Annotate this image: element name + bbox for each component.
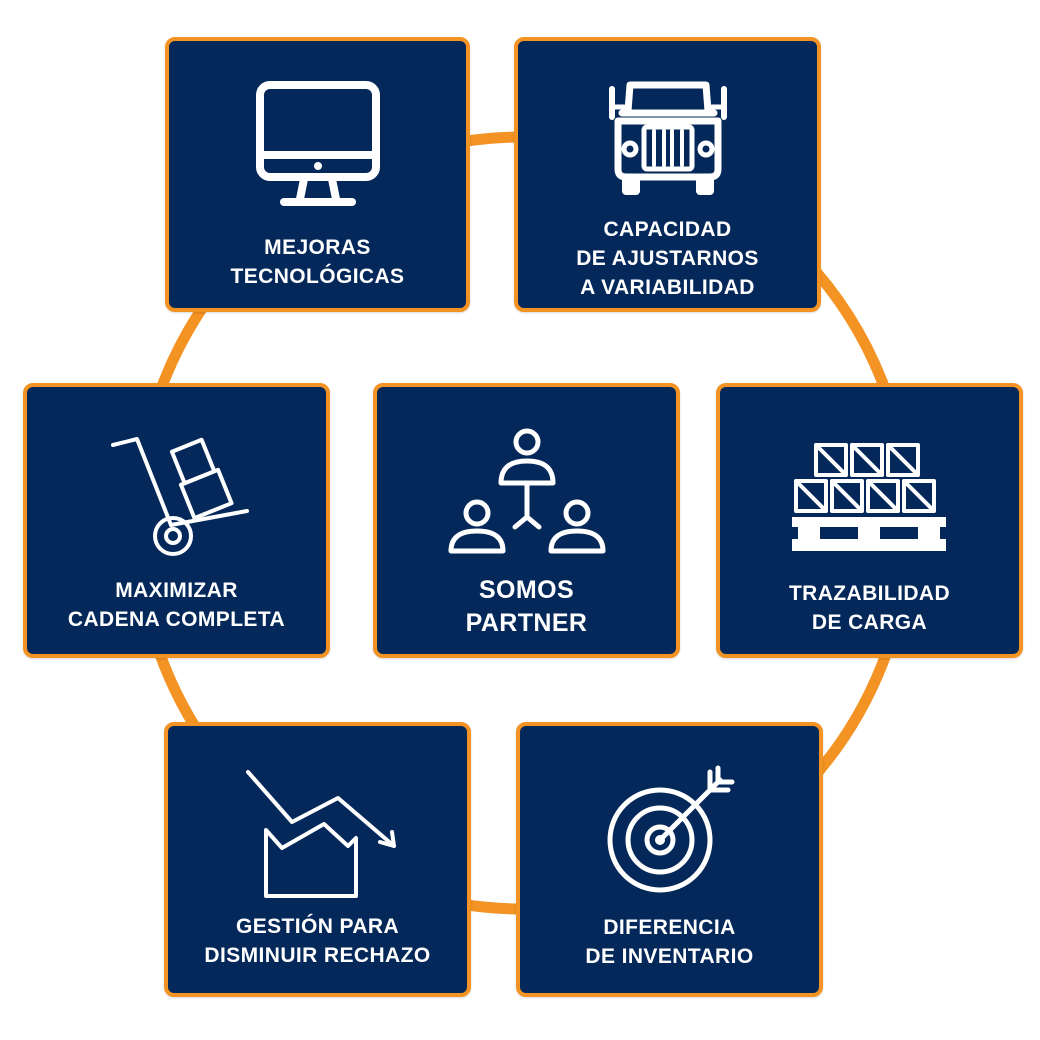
card-label: GESTIÓN PARA DISMINUIR RECHAZO <box>204 915 431 967</box>
monitor-icon <box>255 81 380 206</box>
hand-truck-icon <box>110 437 249 556</box>
pallet-boxes-icon <box>791 443 946 551</box>
card-label: CAPACIDAD DE AJUSTARNOS A VARIABILIDAD <box>576 218 759 299</box>
card-label: TRAZABILIDAD DE CARGA <box>788 582 951 634</box>
card-label: SOMOS PARTNER <box>465 576 588 637</box>
card-gestion-rechazo: GESTIÓN PARA DISMINUIR RECHAZO <box>164 722 471 997</box>
target-icon <box>607 765 734 893</box>
card-label: MEJORAS TECNOLÓGICAS <box>230 236 405 288</box>
decline-chart-icon <box>245 770 396 898</box>
card-mejoras-tecnologicas: MEJORAS TECNOLÓGICAS <box>165 37 470 312</box>
card-label: MAXIMIZAR CADENA COMPLETA <box>67 579 286 631</box>
card-maximizar-cadena: MAXIMIZAR CADENA COMPLETA <box>23 383 330 658</box>
truck-icon <box>608 81 727 195</box>
card-somos-partner: SOMOS PARTNER <box>373 383 680 658</box>
team-icon <box>448 428 605 554</box>
card-label: DIFERENCIA DE INVENTARIO <box>585 916 754 968</box>
card-diferencia-inventario: DIFERENCIA DE INVENTARIO <box>516 722 823 997</box>
card-capacidad-ajustarnos: CAPACIDAD DE AJUSTARNOS A VARIABILIDAD <box>514 37 821 312</box>
card-trazabilidad-carga: TRAZABILIDAD DE CARGA <box>716 383 1023 658</box>
